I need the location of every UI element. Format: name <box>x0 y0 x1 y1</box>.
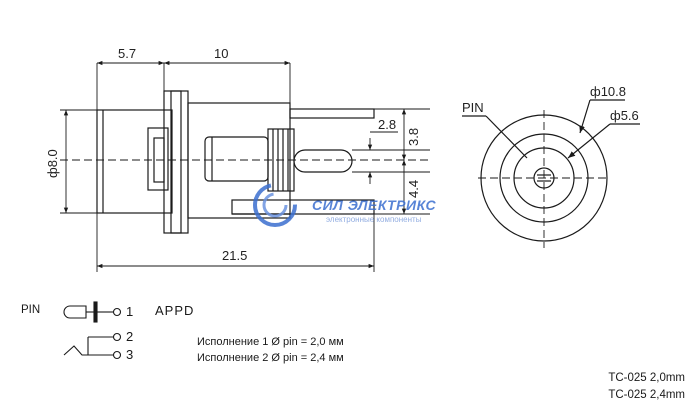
schematic-symbol <box>63 301 122 360</box>
schematic-type-label: APPD <box>155 303 195 318</box>
dim-3-8: 3.8 <box>406 128 421 146</box>
legend-variant-1: Исполнение 1 Ø pin = 2,0 мм <box>197 336 344 348</box>
watermark-tagline: электронные компоненты <box>326 215 422 224</box>
model-label-2: TC-025 2,4mm <box>608 389 685 401</box>
dim-10: 10 <box>214 46 228 61</box>
schematic-pin-2: 2 <box>126 329 134 344</box>
dim-4-4: 4.4 <box>406 180 421 198</box>
front-view-labels: PIN ф10.8 ф5.6 <box>462 84 639 123</box>
dim-5-7: 5.7 <box>118 46 136 61</box>
side-view <box>60 90 430 234</box>
model-label-1: TC-025 2,0mm <box>608 372 685 384</box>
watermark-logo: СИЛ ЭЛЕКТРИКС электронные компоненты <box>253 183 437 227</box>
dim-10-8: ф10.8 <box>590 84 626 99</box>
dim-8-0: ф8.0 <box>45 149 60 178</box>
dim-5-6: ф5.6 <box>610 108 639 123</box>
dim-2-8: 2.8 <box>378 117 396 132</box>
front-pin-label: PIN <box>462 100 484 115</box>
schematic-pin-label: PIN <box>21 304 41 316</box>
schematic-pin-3: 3 <box>126 347 134 362</box>
dim-21-5: 21.5 <box>222 248 247 263</box>
legend-variant-2: Исполнение 2 Ø pin = 2,4 мм <box>197 352 344 364</box>
schematic-pin-1: 1 <box>126 304 134 319</box>
dimension-labels: 5.7 10 2.8 3.8 ф8.0 4.4 21.5 <box>45 46 421 263</box>
watermark-brand: СИЛ ЭЛЕКТРИКС <box>312 197 437 213</box>
dimension-lines <box>60 60 430 272</box>
front-view <box>462 99 640 248</box>
